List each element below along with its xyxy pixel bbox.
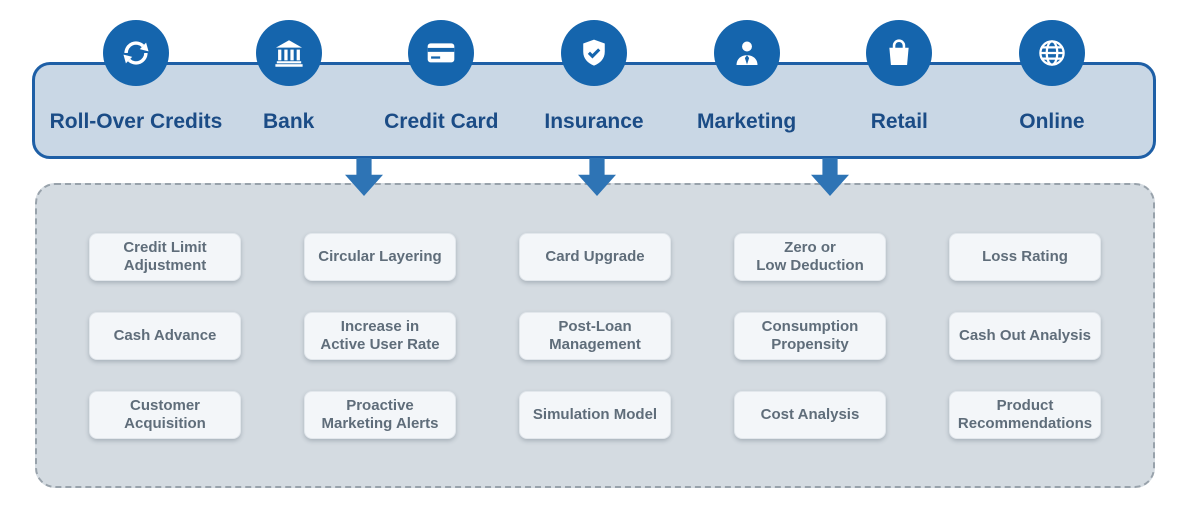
pill-post-loan-management: Post-Loan Management — [519, 312, 671, 360]
category-credit-card: Credit Card — [371, 20, 511, 134]
category-marketing: Marketing — [677, 20, 817, 134]
shield-icon — [560, 20, 627, 86]
pill-consumption-propensity: Consumption Propensity — [734, 312, 886, 360]
pill-increase-in-active-user-rate: Increase in Active User Rate — [304, 312, 456, 360]
person-icon — [713, 20, 780, 86]
category-label: Insurance — [544, 110, 644, 133]
category-label: Online — [1019, 110, 1085, 133]
pill-cash-out-analysis: Cash Out Analysis — [949, 312, 1101, 360]
pill-proactive-marketing-alerts: Proactive Marketing Alerts — [304, 391, 456, 439]
bank-icon — [255, 20, 322, 86]
credit-card-icon — [408, 20, 475, 86]
category-label: Marketing — [697, 110, 797, 133]
use-case-column-2: Circular Layering Increase in Active Use… — [304, 233, 456, 486]
use-case-column-1: Credit Limit Adjustment Cash Advance Cus… — [89, 233, 241, 486]
category-label: Credit Card — [384, 110, 499, 133]
category-label: Retail — [870, 110, 928, 133]
pill-simulation-model: Simulation Model — [519, 391, 671, 439]
pill-credit-limit-adjustment: Credit Limit Adjustment — [89, 233, 241, 281]
use-case-column-4: Zero or Low Deduction Consumption Propen… — [734, 233, 886, 486]
pill-product-recommendations: Product Recommendations — [949, 391, 1101, 439]
shopping-bag-icon — [866, 20, 933, 86]
pill-card-upgrade: Card Upgrade — [519, 233, 671, 281]
use-case-panel: Credit Limit Adjustment Cash Advance Cus… — [35, 183, 1155, 488]
globe-icon — [1018, 20, 1085, 86]
pill-loss-rating: Loss Rating — [949, 233, 1101, 281]
category-label: Bank — [262, 110, 315, 133]
category-bank: Bank — [219, 20, 359, 134]
category-row: Roll-Over Credits Bank — [32, 20, 1156, 134]
refresh-icon — [103, 20, 169, 86]
category-retail: Retail — [829, 20, 969, 134]
pill-zero-or-low-deduction: Zero or Low Deduction — [734, 233, 886, 281]
pill-customer-acquisition: Customer Acquisition — [89, 391, 241, 439]
category-online: Online — [982, 20, 1122, 134]
use-case-column-3: Card Upgrade Post-Loan Management Simula… — [519, 233, 671, 486]
pill-cost-analysis: Cost Analysis — [734, 391, 886, 439]
use-case-column-5: Loss Rating Cash Out Analysis Product Re… — [949, 233, 1101, 486]
pill-circular-layering: Circular Layering — [304, 233, 456, 281]
category-roll-over-credits: Roll-Over Credits — [50, 20, 222, 134]
category-label: Roll-Over Credits — [49, 110, 223, 133]
category-insurance: Insurance — [524, 20, 664, 134]
pill-cash-advance: Cash Advance — [89, 312, 241, 360]
